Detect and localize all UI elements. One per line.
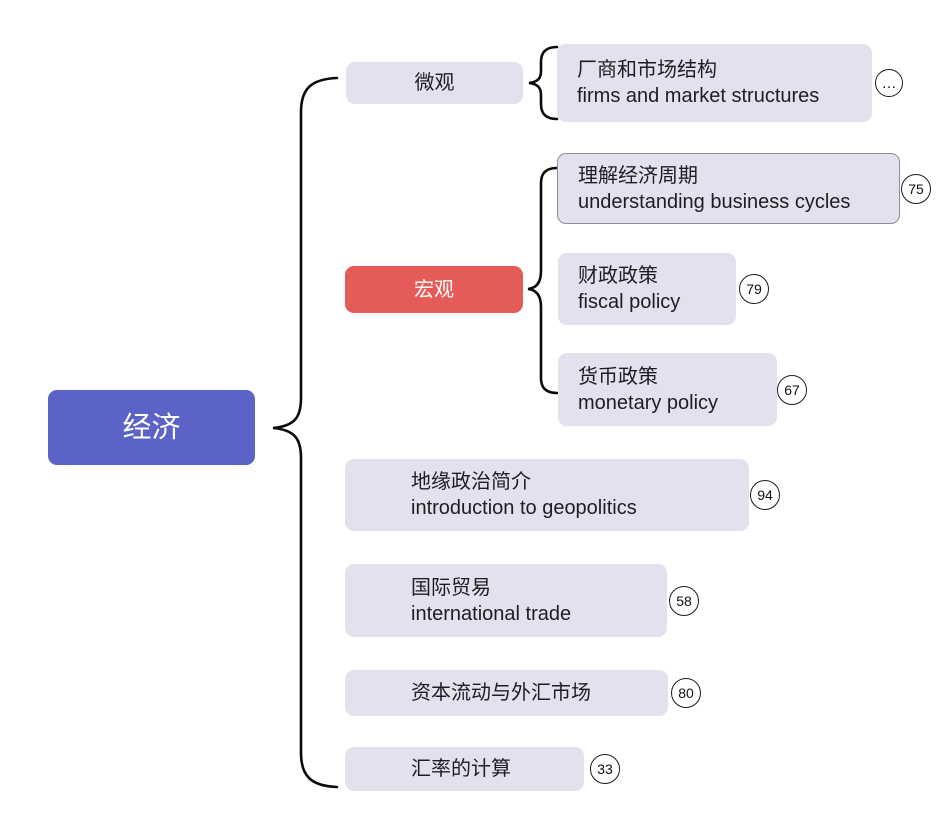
- topic-count-badge-trade[interactable]: 58: [669, 586, 699, 616]
- topic-count-badge-monetary[interactable]: 67: [777, 375, 807, 405]
- topic-line1: 资本流动与外汇市场: [411, 682, 591, 704]
- topic-count-badge-exchange[interactable]: 33: [590, 754, 620, 784]
- topic-line1: 汇率的计算: [411, 758, 511, 780]
- topic-line1: 理解经济周期: [578, 164, 698, 187]
- topic-line1: 货币政策: [578, 365, 658, 388]
- topic-count-badge-cycles[interactable]: 75: [901, 174, 931, 204]
- topic-monetary-policy[interactable]: 货币政策 monetary policy: [558, 353, 777, 426]
- topic-geopolitics[interactable]: 地缘政治简介 introduction to geopolitics: [345, 459, 749, 531]
- topic-root-economy[interactable]: 经济: [48, 390, 255, 465]
- badge-value: 75: [908, 181, 924, 197]
- topic-count-badge-firms[interactable]: …: [875, 69, 903, 97]
- badge-value: …: [881, 74, 897, 92]
- topic-exchange-rate-calc[interactable]: 汇率的计算: [345, 747, 584, 791]
- badge-value: 94: [757, 487, 773, 503]
- topic-line2: international trade: [411, 602, 572, 625]
- badge-value: 58: [676, 593, 692, 609]
- topic-business-cycles[interactable]: 理解经济周期 understanding business cycles: [557, 153, 900, 224]
- topic-fiscal-policy[interactable]: 财政政策 fiscal policy: [558, 253, 736, 325]
- badge-value: 67: [784, 382, 800, 398]
- badge-value: 79: [746, 281, 762, 297]
- topic-line2: firms and market structures: [577, 85, 820, 107]
- topic-label: 经济: [122, 411, 181, 444]
- topic-micro[interactable]: 微观: [346, 62, 523, 104]
- topic-macro[interactable]: 宏观: [345, 266, 523, 313]
- topic-line1: 厂商和市场结构: [577, 59, 717, 81]
- topic-line2: monetary policy: [578, 391, 719, 414]
- topic-count-badge-geopolitics[interactable]: 94: [750, 480, 780, 510]
- root-brace: [272, 76, 339, 789]
- topic-label: 宏观: [414, 278, 454, 301]
- topic-line2: introduction to geopolitics: [411, 497, 637, 519]
- topic-line1: 国际贸易: [411, 576, 491, 599]
- topic-capital-flows-forex[interactable]: 资本流动与外汇市场: [345, 670, 668, 716]
- topic-line2: fiscal policy: [578, 291, 681, 313]
- topic-firms-market-structures[interactable]: 厂商和市场结构 firms and market structures: [557, 44, 872, 122]
- topic-line1: 财政政策: [578, 265, 658, 287]
- macro-brace: [527, 166, 559, 395]
- topic-line1: 地缘政治简介: [411, 471, 531, 493]
- topic-label: 微观: [414, 72, 455, 94]
- topic-international-trade[interactable]: 国际贸易 international trade: [345, 564, 667, 637]
- topic-count-badge-capital[interactable]: 80: [671, 678, 701, 708]
- micro-brace: [528, 45, 559, 121]
- badge-value: 80: [678, 685, 694, 701]
- topic-line2: understanding business cycles: [578, 190, 851, 213]
- badge-value: 33: [597, 761, 613, 777]
- topic-count-badge-fiscal[interactable]: 79: [739, 274, 769, 304]
